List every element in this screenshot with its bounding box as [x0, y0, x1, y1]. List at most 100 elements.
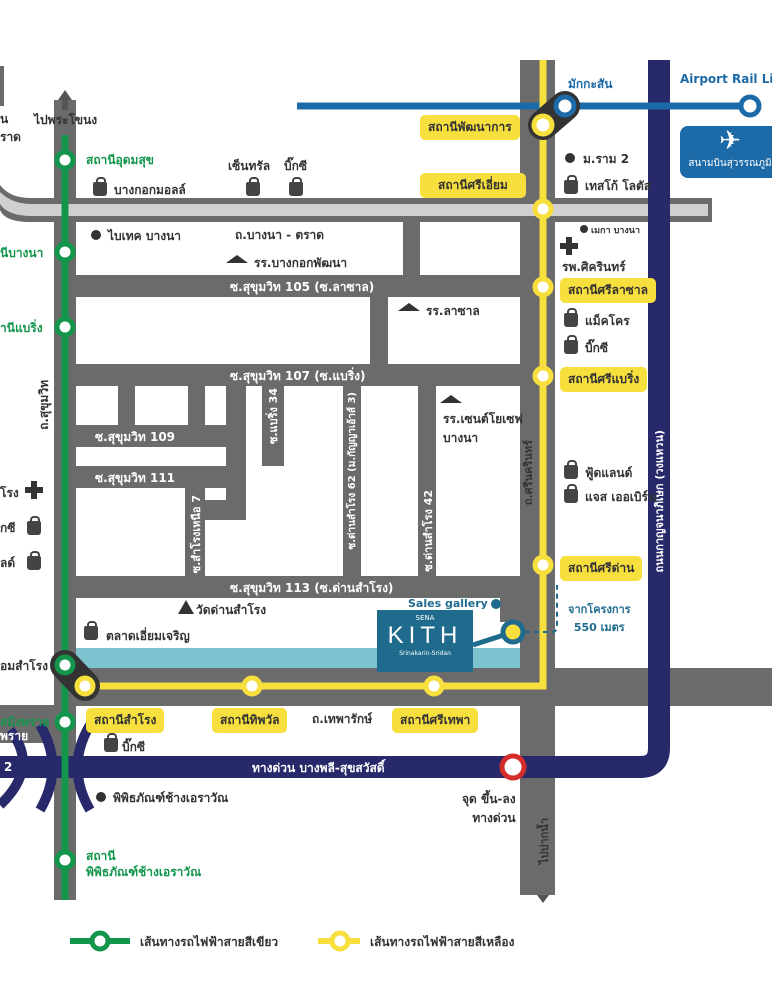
yellow-station-sri-bearing[interactable]: สถานีศรีแบริ่ง	[560, 367, 648, 392]
shopping-bag-icon	[564, 335, 578, 354]
distance-label: จากโครงการ 550 เมตร	[568, 603, 631, 634]
location-dot-icon	[96, 792, 106, 802]
label-dansamrong62: ซ.ด่านสำโรง 62 (ม.กัญญาเอ้าส์ 3)	[347, 392, 358, 550]
shopping-bag-icon	[564, 175, 578, 194]
legend-green-line: เส้นทางรถไฟฟ้าสายสีเขียว	[140, 935, 279, 949]
shopping-bag-icon	[564, 484, 578, 503]
location-dot-icon	[91, 230, 101, 240]
label-left-cut: ราด	[0, 130, 21, 144]
project-marker	[500, 619, 526, 645]
yellow-station-sri-dan[interactable]: สถานีศรีด่าน	[560, 556, 643, 581]
green-station-bangna[interactable]: นีบางนา	[0, 246, 44, 260]
yellow-line	[85, 60, 547, 690]
label-soi107: ซ.สุขุมวิท 107 (ซ.แบริ่ง)	[230, 369, 366, 383]
shopping-bag-icon	[564, 460, 578, 479]
sales-gallery-label: Sales gallery	[408, 597, 488, 610]
yellow-station-thipphawan[interactable]: สถานีทิพวัล	[212, 708, 288, 733]
yellow-station-samrong[interactable]: สถานีสำโรง	[86, 708, 165, 733]
place-erawan-museum: พิพิธภัณฑ์ช้างเอราวัณ	[113, 791, 229, 805]
shopping-bag-icon	[84, 621, 98, 640]
shopping-bag-icon	[104, 733, 118, 752]
project-logo[interactable]: SENA KITH Srinakarin-Sridan	[377, 610, 473, 672]
expressway-exit-marker	[499, 753, 527, 781]
label-left-cut: น	[0, 112, 9, 126]
graduation-cap-icon	[398, 303, 420, 311]
place-lasalle-school: รร.ลาซาล	[426, 304, 480, 318]
green-station-bearing[interactable]: านีแบริ่ง	[0, 321, 43, 335]
soi109-road	[76, 425, 226, 447]
label-to-paknam: ไปปากน้ำ	[538, 818, 551, 865]
yellow-station-dots	[74, 198, 554, 697]
label-left-theparak: พราย	[0, 729, 29, 743]
shopping-bag-icon	[93, 177, 107, 196]
place-bigc-3: บิ๊กซี	[122, 740, 146, 754]
arl-label: Airport Rail Lin	[680, 72, 772, 86]
place-ram2: ม.ราม 2	[583, 152, 630, 166]
place-wat-dan-samrong: วัดด่านสำโรง	[196, 603, 267, 617]
label-srinakarin: ถ.ศรีนครินทร์	[522, 440, 535, 506]
place-sikarin-hospital: รพ.ศิครินทร์	[562, 260, 626, 274]
label-expressway-exit: จุด ขึ้น-ลง ทางด่วน	[462, 792, 516, 825]
label-soi113: ซ.สุขุมวิท 113 (ซ.ด่านสำโรง)	[230, 581, 394, 595]
soi113-road	[76, 576, 530, 598]
arl-station-makkasan[interactable]: มักกะสัน	[568, 77, 613, 91]
yellow-station-sri-iam[interactable]: สถานีศรีเอี่ยม	[420, 173, 526, 198]
place-mega-bangna: เมกา บางนา	[591, 226, 641, 236]
place-left-mall: ลด์	[0, 556, 16, 570]
label-motorway: ทางด่วน บางพลี-สุขสวัสดิ์	[252, 761, 385, 775]
yellow-station-phatthanakan[interactable]: สถานีพัฒนาการ	[420, 115, 520, 140]
place-foodland: ฟู้ดแลนด์	[585, 466, 633, 480]
project-subtitle: Srinakarin-Sridan	[399, 650, 451, 657]
motorway	[0, 60, 670, 813]
green-station-erawan[interactable]: สถานี พิพิธภัณฑ์ช้างเอราวัณ	[86, 849, 202, 879]
place-biotec: ไบเทค บางนา	[108, 229, 182, 243]
project-name: KITH	[387, 622, 463, 649]
location-dot-icon	[580, 225, 588, 233]
shopping-bag-icon	[27, 516, 41, 535]
label-left-motorway: 2	[4, 760, 13, 774]
yellow-station-sri-lasalle[interactable]: สถานีศรีลาซาล	[560, 278, 656, 303]
green-station-udomsuk[interactable]: สถานีอุดมสุข	[86, 153, 154, 167]
location-dot-icon	[565, 153, 575, 163]
airplane-icon: ✈	[719, 126, 741, 156]
label-soi109: ซ.สุขุมวิท 109	[95, 430, 176, 444]
label-to-phrakhanong: ไปพระโขนง	[34, 113, 98, 127]
green-station-samrong[interactable]: อมสำโรง	[0, 659, 48, 673]
soi111-road	[76, 466, 246, 488]
label-sukhumvit: ถ.สุขุมวิท	[37, 380, 51, 430]
arrow-down-icon	[537, 895, 549, 903]
label-theparak: ถ.เทพารักษ์	[312, 712, 373, 726]
place-left-hospital: โรง	[0, 486, 19, 500]
graduation-cap-icon	[440, 395, 462, 403]
place-central: เซ็นทรัล	[228, 159, 271, 173]
place-bangkok-patana: รร.บางกอกพัฒนา	[254, 256, 348, 270]
place-left-bigc: กซี	[0, 521, 16, 535]
airport-label: สนามบินสุวรรณภูมิ	[688, 158, 772, 169]
place-bigc: บิ๊กซี	[284, 159, 308, 173]
soi107-road	[76, 364, 530, 386]
hospital-cross-icon	[25, 481, 43, 499]
place-st-joseph: รร.เซนต์โยเซฟ บางนา	[443, 412, 523, 445]
graduation-cap-icon	[226, 255, 248, 263]
label-dansamrong42: ซ.ด่านสำโรง 42	[422, 490, 435, 572]
label-soi111: ซ.สุขุมวิท 111	[95, 471, 176, 485]
yellow-station-sri-thepha[interactable]: สถานีศรีเทพา	[392, 708, 479, 733]
shopping-bag-icon	[564, 308, 578, 327]
green-station-dots	[54, 149, 76, 871]
legend-yellow-line: เส้นทางรถไฟฟ้าสายสีเหลือง	[370, 935, 515, 949]
label-bangna-trat: ถ.บางนา - ตราด	[235, 228, 325, 242]
shopping-bag-icon	[289, 177, 303, 196]
label-samrong-nuea7: ซ.สำโรงเหนือ 7	[190, 495, 203, 574]
hospital-cross-icon	[560, 237, 578, 255]
place-tesco: เทสโก้ โลตัส	[585, 179, 652, 193]
temple-icon	[178, 600, 194, 614]
place-makro: แม็คโคร	[585, 314, 630, 328]
place-bigc-2: บิ๊กซี	[585, 341, 609, 355]
label-baring34: ซ.แบริ่ง 34	[267, 388, 280, 445]
airport-badge[interactable]: ✈ สนามบินสุวรรณภูมิ	[680, 126, 772, 178]
shopping-bag-icon	[27, 551, 41, 570]
label-soi105: ซ.สุขุมวิท 105 (ซ.ลาซาล)	[230, 280, 375, 294]
arrow-up-icon	[58, 90, 72, 110]
green-station-sming-phrai[interactable]: สมิงพราย	[0, 715, 50, 729]
